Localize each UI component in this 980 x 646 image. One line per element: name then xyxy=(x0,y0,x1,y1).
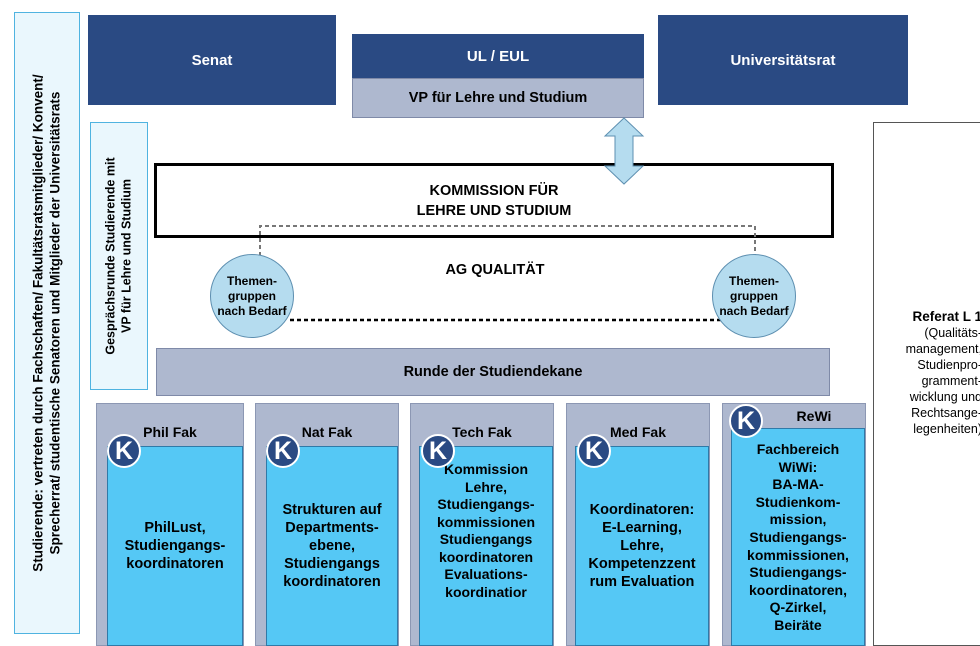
students-text: Studierende: vertreten durch Fachschafte… xyxy=(31,74,63,572)
faculty-content: PhilLust, Studiengangs- koordinatoren xyxy=(107,446,243,646)
senat-box: Senat xyxy=(88,15,336,105)
faculty-tech: Tech Fak Kommission Lehre, Studiengangs-… xyxy=(410,403,554,646)
faculty-title: ReWi xyxy=(796,408,832,424)
runde-studiendekane-label: Runde der Studiendekane xyxy=(403,364,583,380)
vp-label: VP für Lehre und Studium xyxy=(408,90,588,106)
universitaetsrat-label: Universitätsrat xyxy=(730,51,836,69)
ul-eul-box: UL / EUL xyxy=(352,34,644,78)
k-badge-icon: K xyxy=(729,404,763,438)
kommission-box: KOMMISSION FÜR LEHRE UND STUDIUM xyxy=(154,163,834,238)
vp-box: VP für Lehre und Studium xyxy=(352,78,644,118)
k-badge-icon: K xyxy=(421,434,455,468)
gespraechsrunde-text: Gesprächsrunde Studierende mit VP für Le… xyxy=(104,157,134,355)
senat-label: Senat xyxy=(191,51,233,69)
faculty-title: Tech Fak xyxy=(452,424,512,440)
faculty-rewi: ReWi Fachbereich WiWi: BA-MA- Studienkom… xyxy=(722,403,866,646)
referat-body: (Qualitäts- management, Studienpro- gram… xyxy=(905,326,980,436)
ul-eul-label: UL / EUL xyxy=(466,47,530,65)
k-badge-icon: K xyxy=(266,434,300,468)
faculty-title: Nat Fak xyxy=(301,424,353,440)
k-badge-icon: K xyxy=(577,434,611,468)
gespraechsrunde-box: Gesprächsrunde Studierende mit VP für Le… xyxy=(90,122,148,390)
k-badge-icon: K xyxy=(107,434,141,468)
faculty-phil: Phil Fak PhilLust, Studiengangs- koordin… xyxy=(96,403,244,646)
faculty-content: Koordinatoren: E-Learning, Lehre, Kompet… xyxy=(575,446,709,646)
students-frame: Studierende: vertreten durch Fachschafte… xyxy=(14,12,80,634)
faculty-content: Strukturen auf Departments- ebene, Studi… xyxy=(266,446,398,646)
faculty-title: Med Fak xyxy=(609,424,666,440)
faculty-content: Fachbereich WiWi: BA-MA- Studienkom- mis… xyxy=(731,428,865,646)
themengruppen-right: Themen- gruppen nach Bedarf xyxy=(712,254,796,338)
kommission-label: KOMMISSION FÜR LEHRE UND STUDIUM xyxy=(416,182,572,219)
referat-title: Referat L 1 xyxy=(912,309,980,324)
universitaetsrat-box: Universitätsrat xyxy=(658,15,908,105)
runde-studiendekane-box: Runde der Studiendekane xyxy=(156,348,830,396)
themengruppen-left: Themen- gruppen nach Bedarf xyxy=(210,254,294,338)
faculty-content: Kommission Lehre, Studiengangs- kommissi… xyxy=(419,446,553,646)
ag-qualitaet-label: AG QUALITÄT xyxy=(445,262,545,278)
faculty-med: Med Fak Koordinatoren: E-Learning, Lehre… xyxy=(566,403,710,646)
faculty-nat: Nat Fak Strukturen auf Departments- eben… xyxy=(255,403,399,646)
referat-frame: Referat L 1 (Qualitäts- management, Stud… xyxy=(873,122,980,646)
referat-text: Referat L 1 (Qualitäts- management, Stud… xyxy=(872,309,980,437)
faculty-title: Phil Fak xyxy=(143,424,197,440)
